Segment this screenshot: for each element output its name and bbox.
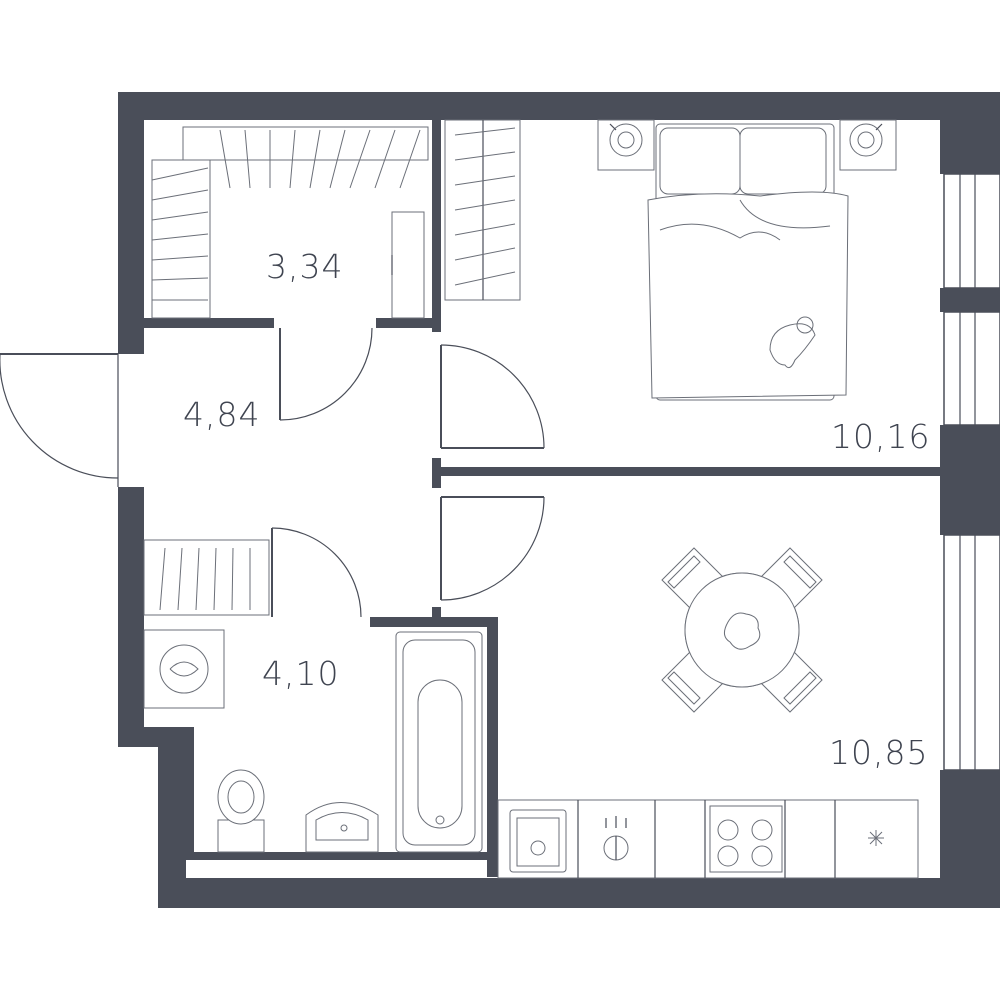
kitchen-area-label: 10,85 xyxy=(829,733,929,772)
walls xyxy=(118,92,1000,908)
wardrobe-furniture xyxy=(151,126,429,319)
hall-closet xyxy=(143,539,270,616)
doors xyxy=(0,327,545,618)
hall-area-label: 4,84 xyxy=(183,395,261,434)
kitchen-furniture xyxy=(497,547,919,879)
wardrobe-area-label: 3,34 xyxy=(266,247,344,286)
bedroom-furniture xyxy=(444,119,897,401)
bathroom-furniture xyxy=(143,629,483,853)
windows xyxy=(943,173,1000,771)
bathroom-area-label: 4,10 xyxy=(262,654,340,693)
bedroom-area-label: 10,16 xyxy=(831,417,931,456)
